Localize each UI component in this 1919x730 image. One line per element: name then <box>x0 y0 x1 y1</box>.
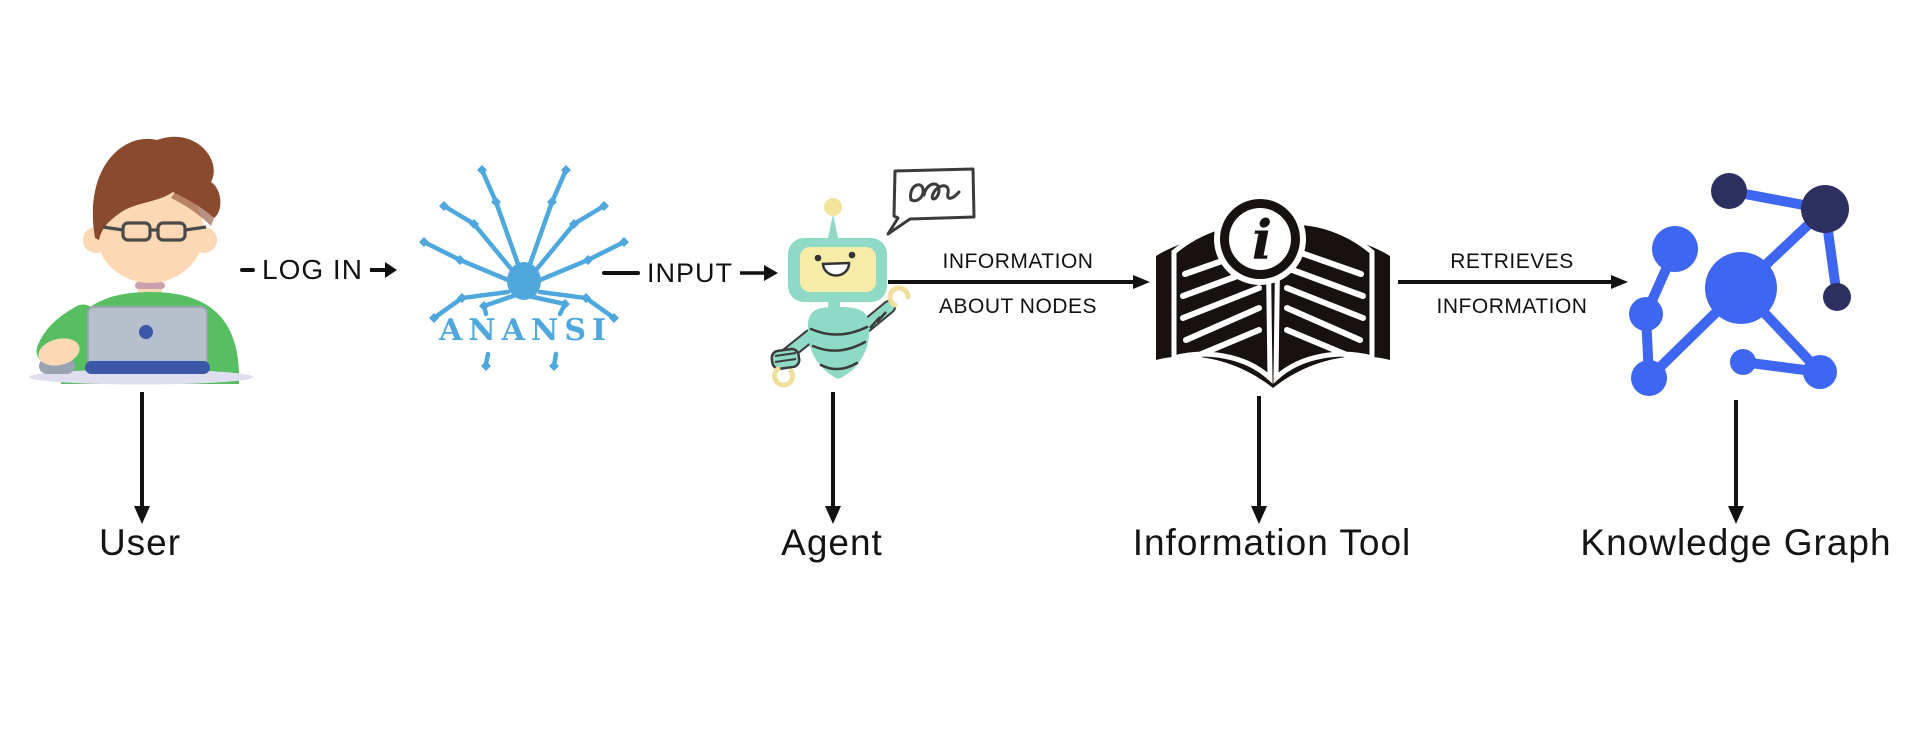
right-arrow-icon <box>1398 275 1628 289</box>
left-wrist-stripes <box>774 352 797 363</box>
spider-icon <box>419 165 629 371</box>
graph-node-blue-topleft <box>1652 226 1698 272</box>
edge-caption-line2: INFORMATION <box>1436 295 1588 318</box>
graph-node-blue-left <box>1629 297 1663 331</box>
right-arrow-icon <box>740 265 778 281</box>
edge-info-about-nodes: INFORMATION ABOUT NODES <box>886 250 1150 319</box>
information-tool-label: Information Tool <box>1132 522 1412 563</box>
antenna-stem <box>828 214 838 238</box>
anansi-logo-text: ANANSI <box>438 313 613 348</box>
down-arrow-knowledge-graph <box>1728 400 1744 524</box>
edge-login-label: LOG IN <box>262 254 363 285</box>
robot-body <box>807 307 870 379</box>
graph-node-blue-bottommid <box>1730 349 1756 375</box>
edge-caption-line2: ABOUT NODES <box>939 295 1097 318</box>
right-arm <box>861 302 894 331</box>
robot-eye-left <box>814 254 822 262</box>
right-claw <box>887 285 911 308</box>
agent-label: Agent <box>781 522 883 563</box>
right-arrow-icon <box>888 275 1150 289</box>
antenna-ball <box>824 198 842 216</box>
knowledge-graph-label: Knowledge Graph <box>1580 522 1892 563</box>
hair-fringe <box>171 192 214 226</box>
right-arrow-icon <box>369 262 397 278</box>
speech-bubble-icon <box>886 167 976 236</box>
edge-start-tick <box>240 268 255 272</box>
collar-shadow <box>135 282 165 289</box>
graph-node-blue-bottomleft <box>1631 360 1667 396</box>
right-arm-stripes <box>869 311 887 329</box>
user-label: User <box>98 522 182 563</box>
down-arrow-information-tool <box>1251 396 1267 524</box>
spider-body <box>507 262 541 300</box>
graph-node-navy-large <box>1801 185 1849 233</box>
laptop-base <box>85 361 210 374</box>
person-at-laptop-icon <box>29 136 253 385</box>
left-claw <box>772 366 796 388</box>
graph-node-blue-center <box>1705 252 1777 324</box>
glasses-icon <box>102 221 207 242</box>
network-graph-icon <box>1629 173 1851 396</box>
edge-connector-line <box>602 271 640 275</box>
edge-caption-line1: INFORMATION <box>942 250 1094 273</box>
graph-node-navy-right <box>1823 283 1851 311</box>
graph-node-blue-bottomright <box>1803 355 1837 389</box>
graph-node-navy-small-top <box>1711 173 1747 209</box>
edge-input-label: INPUT <box>647 257 733 288</box>
robot-mouth <box>821 261 851 277</box>
book-text-lines <box>1180 245 1366 361</box>
laptop-logo-dot <box>139 325 153 339</box>
robot-body-stripes <box>809 325 869 371</box>
edge-caption-line1: RETRIEVES <box>1450 250 1574 273</box>
open-book-info-icon: i <box>1156 193 1390 388</box>
graph-nodes <box>1629 173 1851 396</box>
robot-icon <box>770 167 976 388</box>
edge-input: INPUT <box>602 254 778 292</box>
info-symbol: i <box>1252 208 1273 272</box>
robot-neck <box>828 301 840 309</box>
down-arrow-user <box>134 392 150 524</box>
hair <box>92 136 221 240</box>
robot-eye-right <box>848 251 856 259</box>
info-circle-inner <box>1229 208 1291 270</box>
hand <box>38 338 80 366</box>
edge-retrieves-information: RETRIEVES INFORMATION <box>1396 250 1628 319</box>
edge-login: LOG IN <box>240 250 397 290</box>
down-arrow-agent <box>825 392 841 524</box>
spider-leg-joints <box>419 165 629 371</box>
